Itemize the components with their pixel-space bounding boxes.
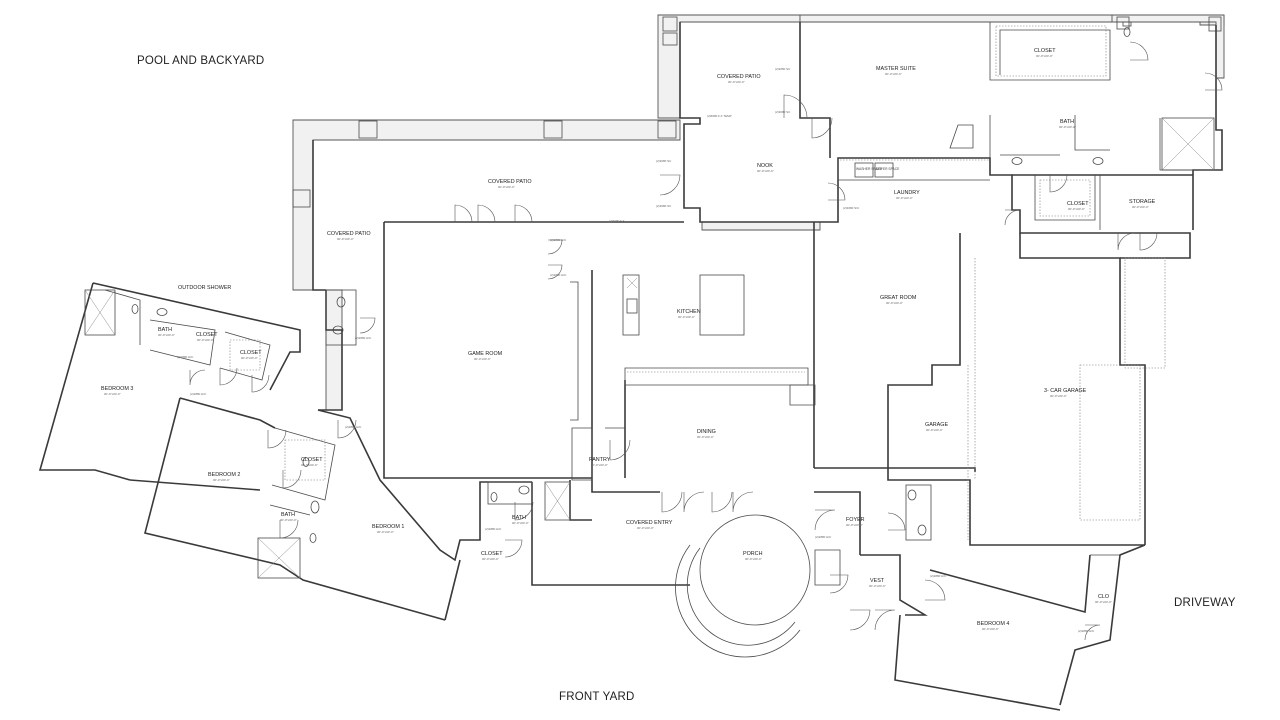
label-closet-laundry: CLOSET — [1067, 201, 1089, 207]
svg-text:(2)2880 H/C: (2)2880 H/C — [550, 273, 567, 277]
svg-text:00'-0"x00'-0": 00'-0"x00'-0" — [697, 435, 714, 439]
svg-text:00'-0"x00'-0": 00'-0"x00'-0" — [213, 478, 230, 482]
pool-backyard-label: POOL AND BACKYARD — [137, 55, 264, 67]
svg-text:(2)2880 H/C: (2)2880 H/C — [345, 425, 362, 429]
label-nook: NOOK — [757, 163, 773, 169]
label-dryer-space: DRYER SPACE — [876, 167, 900, 171]
svg-text:00'-0"x00'-0": 00'-0"x00'-0" — [869, 584, 886, 588]
label-pantry: PANTRY — [589, 457, 611, 463]
label-closet-3b: CLOSET — [240, 350, 262, 356]
svg-text:00'-0"x00'-0": 00'-0"x00'-0" — [637, 526, 654, 530]
room-labels: COVERED PATIO 00'-0"x00'-0" MASTER SUITE… — [101, 48, 1156, 631]
svg-text:00'-0"x00'-0": 00'-0"x00'-0" — [1050, 394, 1067, 398]
svg-text:00'-0"x00'-0": 00'-0"x00'-0" — [1095, 600, 1112, 604]
label-3-car-garage: 3- CAR GARAGE — [1044, 388, 1087, 394]
label-dining: DINING — [697, 429, 716, 435]
svg-text:00'-0"x00'-0": 00'-0"x00'-0" — [591, 463, 608, 467]
svg-text:00'-0"x00'-0": 00'-0"x00'-0" — [512, 521, 529, 525]
label-washer-space: WASHER SPACE — [856, 167, 883, 171]
svg-text:00'-0"x00'-0": 00'-0"x00'-0" — [846, 523, 863, 527]
label-covered-patio-mid: COVERED PATIO — [488, 179, 532, 185]
svg-text:(2)2880 H/C: (2)2880 H/C — [485, 527, 502, 531]
label-bedroom-4: BEDROOM 4 — [977, 621, 1009, 627]
label-foyer: FOYER — [846, 517, 865, 523]
svg-text:00'-0"x00'-0": 00'-0"x00'-0" — [337, 237, 354, 241]
svg-text:(2)2880 H/C: (2)2880 H/C — [177, 355, 194, 359]
svg-text:(2)3080 SC: (2)3080 SC — [775, 110, 791, 114]
interior-walls — [84, 21, 1216, 658]
svg-text:00'-0"x00'-0": 00'-0"x00'-0" — [728, 80, 745, 84]
svg-text:00'-0"x00'-0": 00'-0"x00'-0" — [885, 72, 902, 76]
driveway-label: DRIVEWAY — [1174, 597, 1236, 609]
svg-text:00'-0"x00'-0": 00'-0"x00'-0" — [678, 315, 695, 319]
svg-text:(2)3080 SC: (2)3080 SC — [775, 67, 791, 71]
svg-text:(2)2880 H/C: (2)2880 H/C — [550, 238, 567, 242]
label-laundry: LAUNDRY — [894, 190, 920, 196]
svg-text:00'-0"x00'-0": 00'-0"x00'-0" — [1059, 125, 1076, 129]
svg-text:(2)2880 H/C: (2)2880 H/C — [190, 392, 207, 396]
svg-text:00'-0"x00'-0": 00'-0"x00'-0" — [280, 518, 297, 522]
label-storage: STORAGE — [1129, 199, 1156, 205]
svg-text:(2)2880 H/C: (2)2880 H/C — [355, 336, 372, 340]
svg-text:00'-0"x00'-0": 00'-0"x00'-0" — [745, 557, 762, 561]
svg-text:00'-0"x00'-0": 00'-0"x00'-0" — [1036, 54, 1053, 58]
label-bath-master: BATH — [1060, 119, 1074, 125]
label-bath-3: BATH — [158, 327, 172, 333]
svg-text:00'-0"x00'-0": 00'-0"x00'-0" — [474, 357, 491, 361]
svg-text:(2)3080 SC: (2)3080 SC — [656, 204, 672, 208]
label-porch: PORCH — [743, 551, 763, 557]
label-covered-entry: COVERED ENTRY — [626, 520, 673, 526]
svg-text:00'-0"x00'-0": 00'-0"x00'-0" — [498, 185, 515, 189]
svg-text:00'-0"x00'-0": 00'-0"x00'-0" — [896, 196, 913, 200]
svg-text:00'-0"x00'-0": 00'-0"x00'-0" — [301, 463, 318, 467]
label-bedroom-1: BEDROOM 1 — [372, 524, 404, 530]
label-closet-2: CLOSET — [301, 457, 323, 463]
label-bedroom-3: BEDROOM 3 — [101, 386, 133, 392]
svg-text:00'-0"x00'-0": 00'-0"x00'-0" — [1132, 205, 1149, 209]
label-garage: GARAGE — [925, 422, 948, 428]
svg-text:(2)2880 H/C: (2)2880 H/C — [1078, 629, 1095, 633]
svg-text:00'-0"x00'-0": 00'-0"x00'-0" — [886, 301, 903, 305]
label-bath-1: BATH — [512, 515, 526, 521]
svg-text:(2)3080 SC: (2)3080 SC — [656, 159, 672, 163]
exterior-walls — [38, 22, 1223, 711]
svg-text:00'-0"x00'-0": 00'-0"x00'-0" — [982, 627, 999, 631]
label-kitchen: KITCHEN — [677, 309, 701, 315]
svg-text:00'-0"x00'-0": 00'-0"x00'-0" — [197, 338, 214, 342]
door-swings — [189, 41, 1223, 641]
label-closet-1: CLOSET — [481, 551, 503, 557]
label-closet-3: CLOSET — [196, 332, 218, 338]
label-outdoor-shower: OUTDOOR SHOWER — [178, 285, 231, 291]
svg-text:00'-0"x00'-0": 00'-0"x00'-0" — [482, 557, 499, 561]
svg-text:(2)6080 F.X TEMP: (2)6080 F.X TEMP — [707, 114, 732, 118]
svg-text:(2)6080 F.X: (2)6080 F.X — [609, 219, 625, 223]
patio-overhangs — [292, 14, 1225, 411]
label-great-room: GREAT ROOM — [880, 295, 917, 301]
label-vest: VEST — [870, 578, 885, 584]
label-bedroom-2: BEDROOM 2 — [208, 472, 240, 478]
label-bath-2: BATH — [281, 512, 295, 518]
label-closet-master: CLOSET — [1034, 48, 1056, 54]
svg-text:(2)3080 S/C: (2)3080 S/C — [843, 206, 860, 210]
svg-text:00'-0"x00'-0": 00'-0"x00'-0" — [1068, 207, 1085, 211]
label-game-room: GAME ROOM — [468, 351, 503, 357]
svg-text:00'-0"x00'-0": 00'-0"x00'-0" — [158, 333, 175, 337]
svg-text:00'-0"x00'-0": 00'-0"x00'-0" — [241, 356, 258, 360]
svg-text:(2)2880 H/C: (2)2880 H/C — [930, 574, 947, 578]
label-covered-patio-top: COVERED PATIO — [717, 74, 761, 80]
door-tags: (2)6080 F.X TEMP (2)3080 SC (2)3080 SC (… — [177, 67, 1095, 633]
svg-text:00'-0"x00'-0": 00'-0"x00'-0" — [104, 392, 121, 396]
label-covered-patio-left: COVERED PATIO — [327, 231, 371, 237]
svg-text:00'-0"x00'-0": 00'-0"x00'-0" — [377, 530, 394, 534]
label-clo: CLO — [1098, 594, 1109, 600]
svg-text:00'-0"x00'-0": 00'-0"x00'-0" — [926, 428, 943, 432]
label-master-suite: MASTER SUITE — [876, 66, 916, 72]
svg-text:00'-0"x00'-0": 00'-0"x00'-0" — [757, 169, 774, 173]
front-yard-label: FRONT YARD — [559, 691, 634, 703]
svg-text:(2)2880 H/C: (2)2880 H/C — [815, 535, 832, 539]
